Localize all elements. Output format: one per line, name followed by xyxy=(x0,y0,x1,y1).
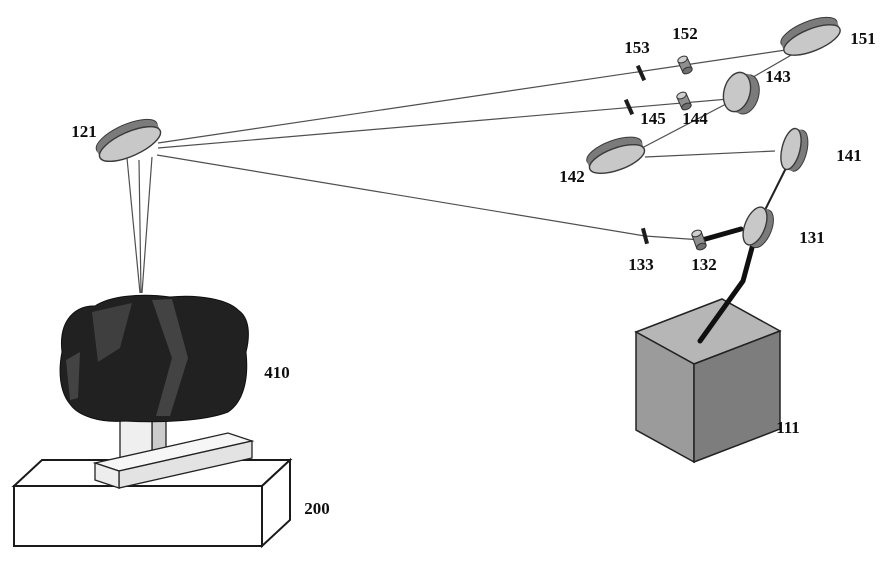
optic-145-plate xyxy=(623,98,635,116)
sample-410 xyxy=(59,294,249,423)
mirror-141-face xyxy=(780,127,802,171)
label-200: 200 xyxy=(304,499,330,518)
mirror-141 xyxy=(780,127,809,172)
label-144: 144 xyxy=(682,109,708,128)
mirror-131 xyxy=(742,206,774,249)
reference-labels: 121 153 152 151 143 145 144 142 141 131 … xyxy=(71,24,876,518)
beam-line-121-143 xyxy=(157,96,753,149)
sample-highlight-3 xyxy=(66,352,80,400)
stage-rail-end xyxy=(94,462,120,489)
optic-144 xyxy=(676,91,692,111)
thick-beam-131-111 xyxy=(697,241,756,344)
optic-153-plate xyxy=(635,64,647,82)
optic-132 xyxy=(691,229,707,251)
sample-highlight-2 xyxy=(152,299,188,416)
label-121: 121 xyxy=(71,122,97,141)
optic-132-bottom xyxy=(696,242,707,251)
platform-200 xyxy=(11,457,293,549)
label-152: 152 xyxy=(672,24,698,43)
label-145: 145 xyxy=(640,109,666,128)
optic-152 xyxy=(677,55,693,75)
beam-line-142-141 xyxy=(644,150,776,158)
optic-133-plate xyxy=(640,227,650,245)
thick-beam-132-131 xyxy=(699,226,744,243)
label-143: 143 xyxy=(765,67,791,86)
focus-cone-mid xyxy=(138,159,142,294)
optic-145 xyxy=(623,98,635,116)
beam-line-121-151 xyxy=(157,46,807,144)
label-153: 153 xyxy=(624,38,650,57)
optic-144-top xyxy=(676,91,687,100)
platform-front-face xyxy=(13,485,263,547)
label-132: 132 xyxy=(691,255,717,274)
mirror-143-face xyxy=(722,71,752,113)
mirror-121-face xyxy=(98,125,162,163)
mirror-142 xyxy=(586,136,646,175)
label-111: 111 xyxy=(776,418,800,437)
sample-highlight-1 xyxy=(92,303,132,362)
label-410: 410 xyxy=(264,363,290,382)
mirror-131-face xyxy=(742,206,768,246)
mirror-151-face xyxy=(783,24,841,56)
mirror-151 xyxy=(780,16,841,56)
mirror-143 xyxy=(722,71,760,115)
optic-152-bottom xyxy=(682,66,693,75)
mirror-142-face xyxy=(588,143,646,175)
label-142: 142 xyxy=(559,167,585,186)
laser-box-side-face xyxy=(693,329,781,464)
label-151: 151 xyxy=(850,29,876,48)
optic-152-top xyxy=(677,55,688,64)
optic-144-bottom xyxy=(681,102,692,111)
optic-153 xyxy=(635,64,647,82)
label-133: 133 xyxy=(628,255,654,274)
label-141: 141 xyxy=(836,146,862,165)
laser-source-111 xyxy=(634,298,782,464)
mirror-121 xyxy=(95,118,162,163)
focus-cone-left xyxy=(126,157,141,294)
focus-cone-right xyxy=(141,156,153,294)
sample-body xyxy=(59,294,249,423)
beam-line-141-131 xyxy=(763,165,788,213)
optic-133 xyxy=(640,227,650,245)
optic-132-top xyxy=(691,229,702,238)
label-131: 131 xyxy=(799,228,825,247)
stage-rail xyxy=(92,432,255,489)
beam-line-142-143 xyxy=(639,103,727,150)
